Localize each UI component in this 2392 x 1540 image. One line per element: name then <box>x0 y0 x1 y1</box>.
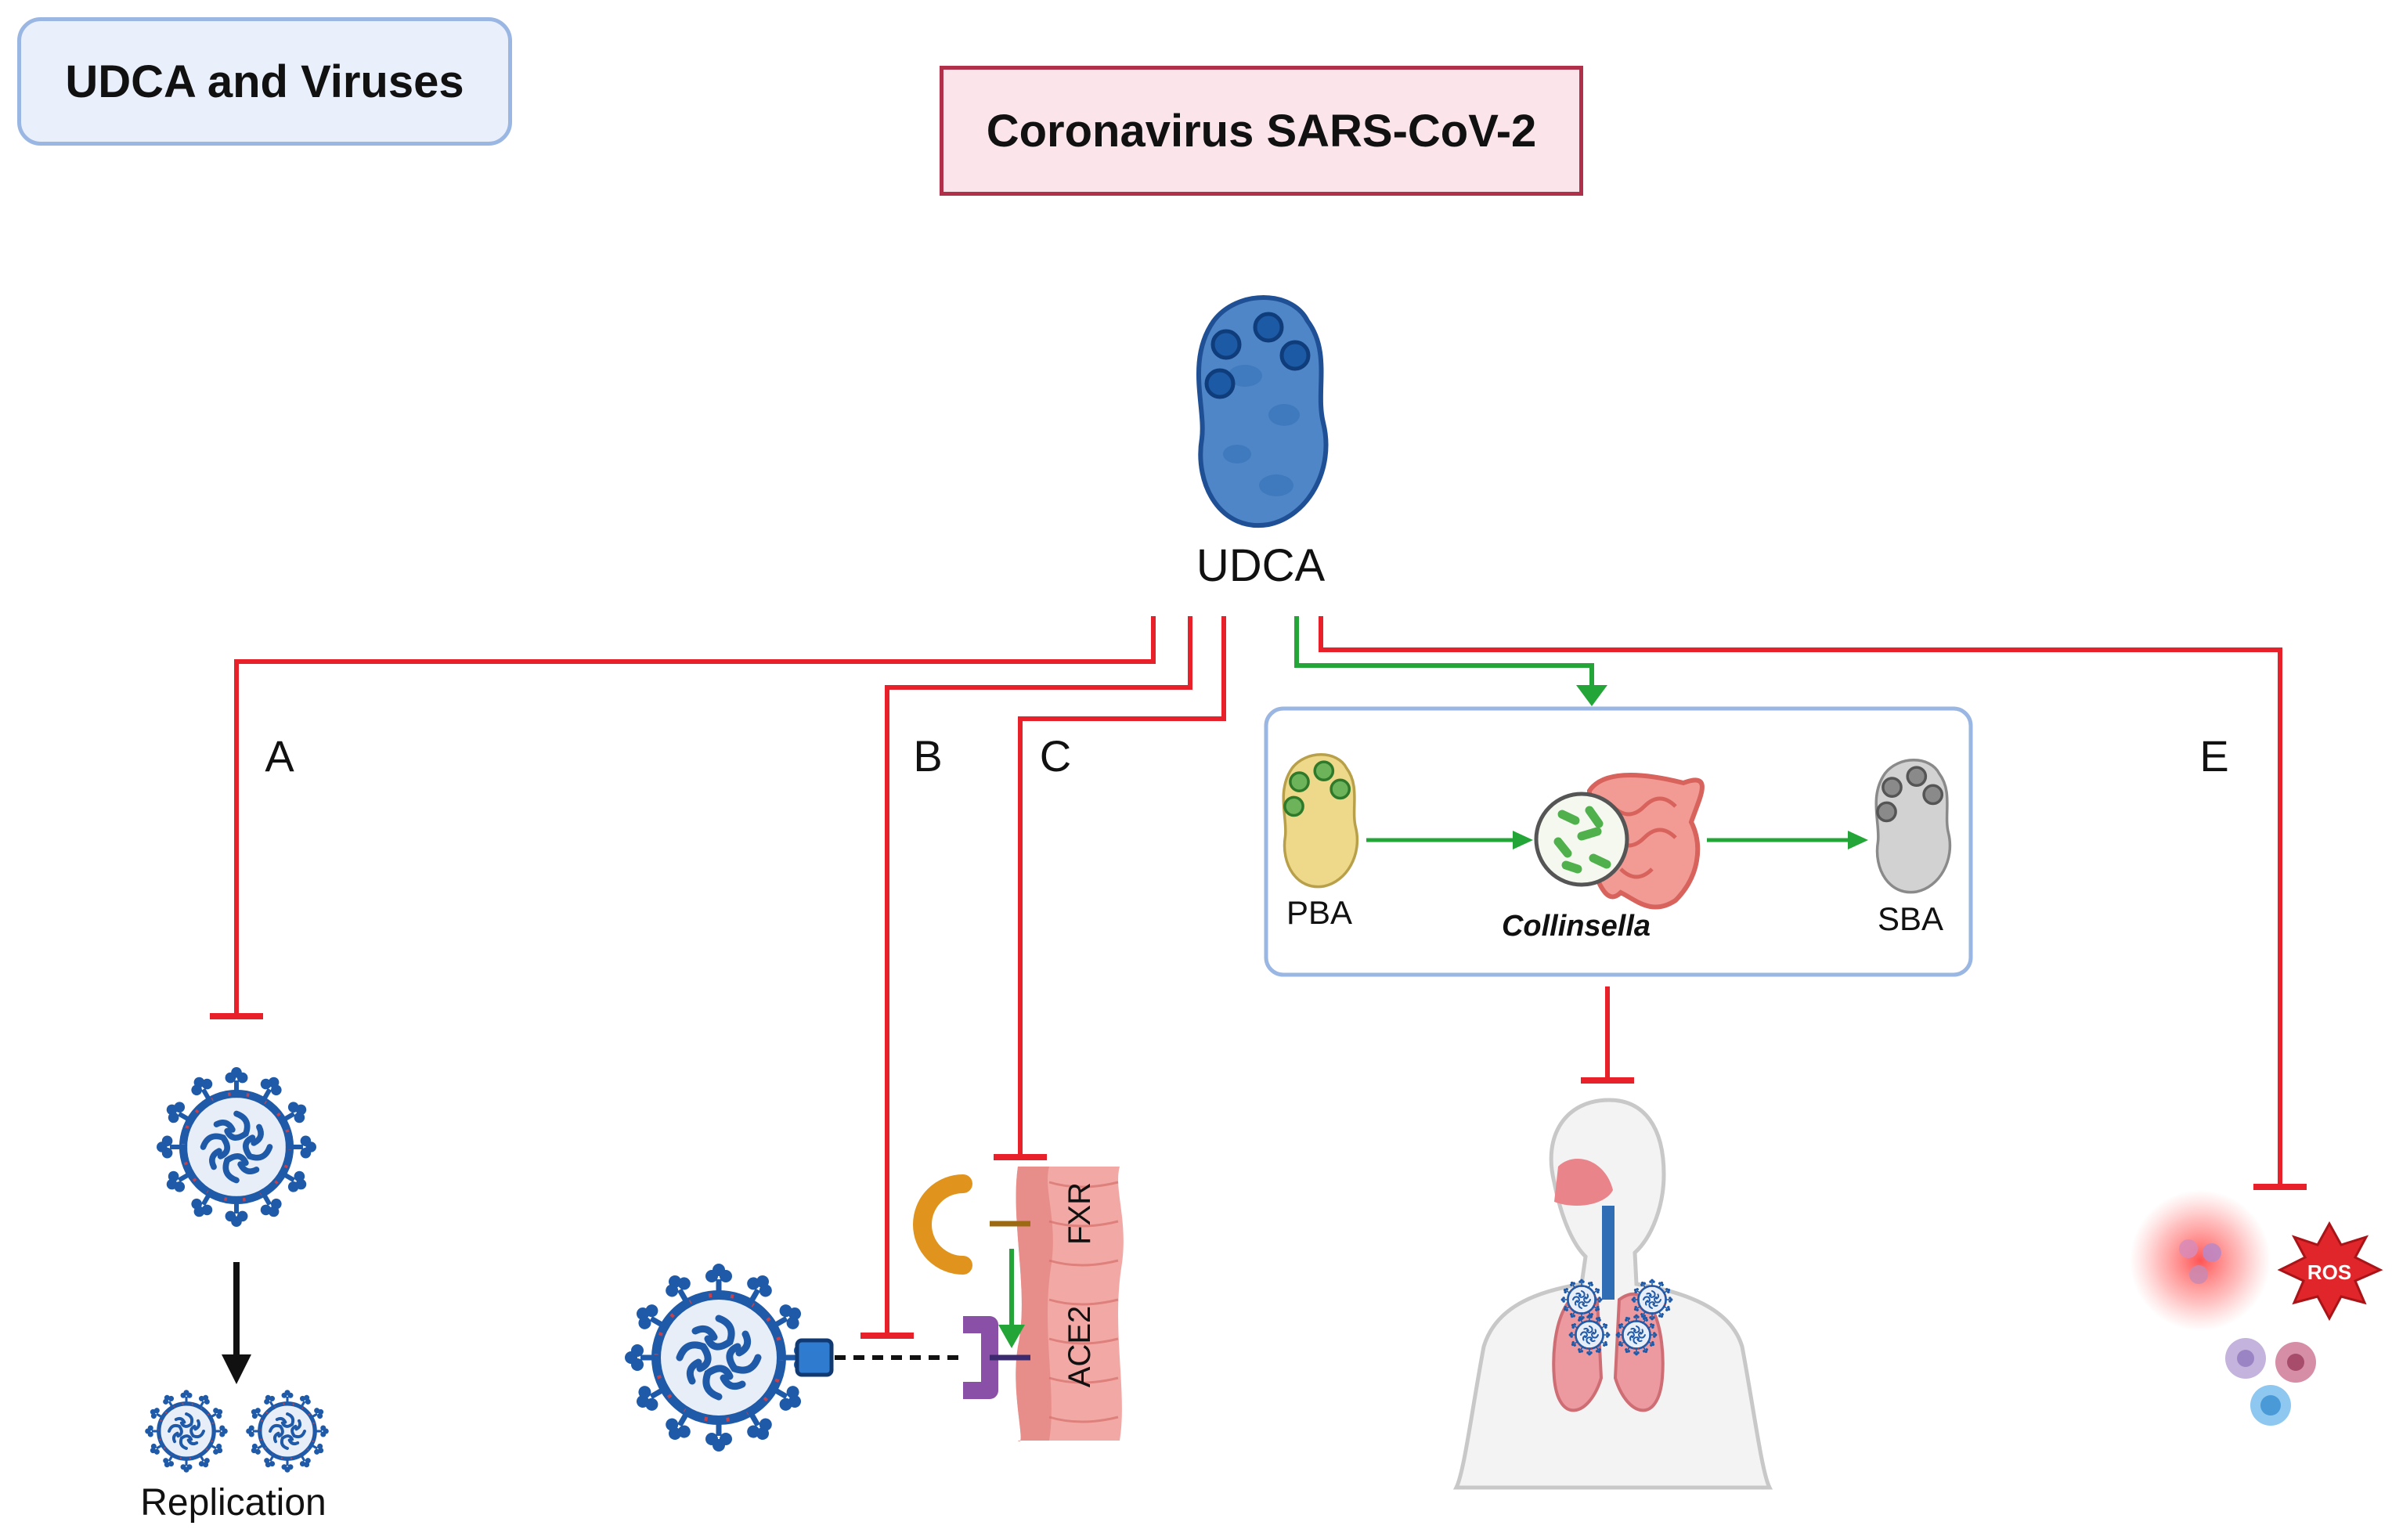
intestine-icon <box>1587 773 1705 910</box>
activate-line-d <box>1294 616 1594 687</box>
inhibit-line-c <box>1018 616 1226 1157</box>
pba-label: PBA <box>1286 894 1352 931</box>
replication-arrowhead <box>222 1354 251 1384</box>
white-blood-cells-icon <box>2225 1338 2316 1426</box>
virus-title: Coronavirus SARS-CoV-2 <box>940 66 1583 196</box>
spike-protein-icon <box>795 1338 834 1377</box>
fxr-receptor-icon <box>913 1174 1030 1275</box>
inhibit-line-e <box>1319 616 2282 1187</box>
ros-label: ROS <box>2307 1260 2351 1284</box>
inflammation-glow <box>2130 1190 2271 1331</box>
fxr-label: FXR <box>1063 1182 1097 1245</box>
collinsella-bacteria-icon <box>1534 792 1629 887</box>
human-lungs-icon <box>1452 1098 1773 1490</box>
branch-a-letter: A <box>265 731 294 781</box>
ace2-label: ACE2 <box>1063 1306 1097 1388</box>
ros-burst-icon <box>2277 1221 2383 1322</box>
fxr-to-ace2-arrowhead <box>998 1325 1025 1348</box>
virus-icon <box>157 1067 316 1227</box>
branch-e-letter: E <box>2199 731 2228 781</box>
inhibit-line-b <box>885 616 1192 1336</box>
daughter-virus-icon <box>246 1390 329 1473</box>
collinsella-label: Collinsella <box>1502 910 1651 943</box>
replication-caption: Replication <box>140 1482 326 1524</box>
inhibit-line-a <box>234 616 1156 1016</box>
topic-label: UDCA and Viruses <box>17 17 512 146</box>
pba-to-collinsella-arrowhead <box>1513 831 1533 849</box>
udca-molecule-icon <box>1199 298 1326 525</box>
branch-b-letter: B <box>913 731 942 781</box>
immune-cells-icon <box>2179 1239 2221 1284</box>
activate-arrowhead-d <box>1576 685 1607 706</box>
sba-molecule-icon <box>1874 759 1952 894</box>
collinsella-to-sba-arrowhead <box>1848 831 1868 849</box>
sars-cov-2-virus-icon <box>625 1264 813 1452</box>
branch-c-letter: C <box>1040 731 1071 781</box>
sba-label: SBA <box>1878 900 1943 937</box>
udca-label: UDCA <box>1196 540 1326 591</box>
intestinal-wall <box>1016 1167 1124 1441</box>
pba-molecule-icon <box>1282 753 1359 889</box>
daughter-virus-icon <box>145 1390 228 1473</box>
ace2-receptor-icon <box>963 1316 1030 1399</box>
